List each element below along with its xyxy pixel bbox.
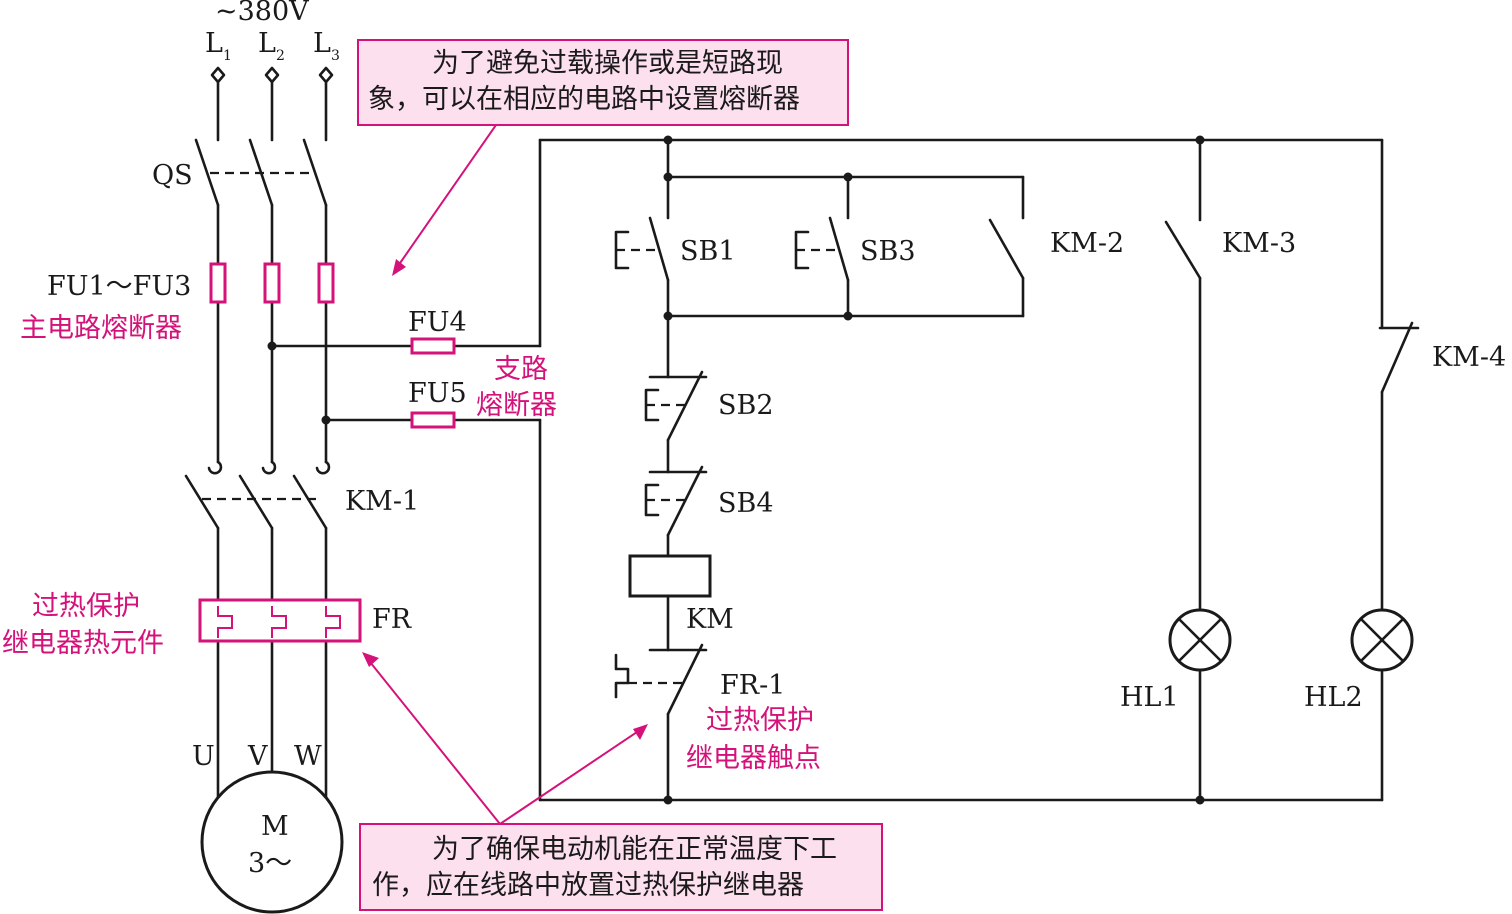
terminal-v-label: V: [247, 741, 268, 772]
top-callout-line1: 为了避免过载操作或是短路现: [432, 48, 783, 79]
fuse-fu2: [263, 262, 281, 304]
main-fuse-note: 主电路熔断器: [20, 313, 182, 344]
km4-contact: [1378, 321, 1420, 394]
supply-voltage-label: ~380V: [215, 0, 309, 27]
bottom-callout: 为了确保电动机能在正常温度下工 作，应在线路中放置过热保护继电器: [359, 652, 883, 911]
fu1-fu3-label: FU1～FU3: [47, 271, 191, 302]
thermal-contact-note-line2: 继电器触点: [686, 743, 821, 774]
fuse-fu4: [410, 337, 456, 355]
fr-thermal-element: [198, 598, 362, 643]
top-callout: 为了避免过载操作或是短路现 象，可以在相应的电路中设置熔断器: [357, 39, 849, 276]
km1-label: KM-1: [345, 486, 419, 517]
phase-label-l1: L1: [205, 28, 232, 64]
km-coil: [628, 554, 712, 598]
bottom-callout-arrowhead-fr: [362, 652, 379, 667]
top-callout-arrowhead: [392, 259, 406, 276]
hl1-label: HL1: [1120, 682, 1179, 713]
sb2-label: SB2: [718, 390, 774, 421]
sb3-label: SB3: [860, 236, 916, 267]
phase-label-l3: L3: [313, 28, 340, 64]
fr1-thermal-contact: [614, 643, 708, 716]
main-circuit: ~380V L1 L2 L3 QS FU1～FU3 主电路熔断器: [2, 0, 419, 914]
branch-fuse-note-line1: 支路: [494, 354, 548, 385]
thermal-element-note-line1: 过热保护: [32, 591, 140, 622]
branch-fuse-note-line2: 熔断器: [476, 390, 557, 421]
sb1-label: SB1: [680, 236, 736, 267]
fu4-label: FU4: [408, 307, 467, 338]
motor-symbol: [200, 770, 344, 914]
phase-label-l2: L2: [258, 28, 285, 64]
fuse-fu1: [209, 262, 227, 304]
bottom-callout-line2: 作，应在线路中放置过热保护继电器: [372, 870, 804, 901]
sb1-start-button: [614, 216, 670, 318]
fuse-fu3: [317, 262, 335, 304]
hl2-lamp: [1350, 608, 1414, 672]
km1-contactor: [184, 460, 331, 530]
qs-label: QS: [152, 160, 193, 191]
km2-contact: [988, 218, 1025, 318]
top-callout-line2: 象，可以在相应的电路中设置熔断器: [368, 84, 800, 115]
control-circuit: FU4 FU5 支路 熔断器 SB1: [270, 135, 1506, 805]
sb2-stop-button: [644, 370, 708, 442]
terminal-l1: [210, 66, 226, 84]
fuse-fu5: [410, 411, 456, 429]
qs-switch: [194, 138, 328, 207]
terminal-l3: [318, 66, 334, 84]
terminal-u-label: U: [192, 741, 215, 772]
fr1-label: FR-1: [720, 670, 785, 701]
motor-phase-label: 3～: [248, 848, 292, 879]
sb4-stop-button: [644, 465, 708, 537]
motor-label: M: [261, 811, 289, 842]
bottom-callout-arrowhead-fr1: [633, 724, 648, 740]
km2-label: KM-2: [1050, 228, 1124, 259]
hl2-label: HL2: [1304, 682, 1363, 713]
km3-contact: [1164, 220, 1202, 280]
fr-label: FR: [372, 604, 412, 635]
km4-label: KM-4: [1432, 342, 1506, 373]
fu5-label: FU5: [408, 378, 467, 409]
km3-label: KM-3: [1222, 228, 1296, 259]
bottom-callout-line1: 为了确保电动机能在正常温度下工: [432, 834, 837, 865]
thermal-contact-note-line1: 过热保护: [706, 705, 814, 736]
hl1-lamp: [1168, 608, 1232, 672]
top-callout-arrow: [397, 124, 497, 267]
thermal-element-note-line2: 继电器热元件: [2, 628, 164, 659]
sb4-label: SB4: [718, 488, 774, 519]
sb3-start-button: [794, 216, 850, 318]
terminal-l2: [264, 66, 280, 84]
terminal-w-label: W: [294, 741, 322, 772]
km-label: KM: [686, 604, 734, 635]
